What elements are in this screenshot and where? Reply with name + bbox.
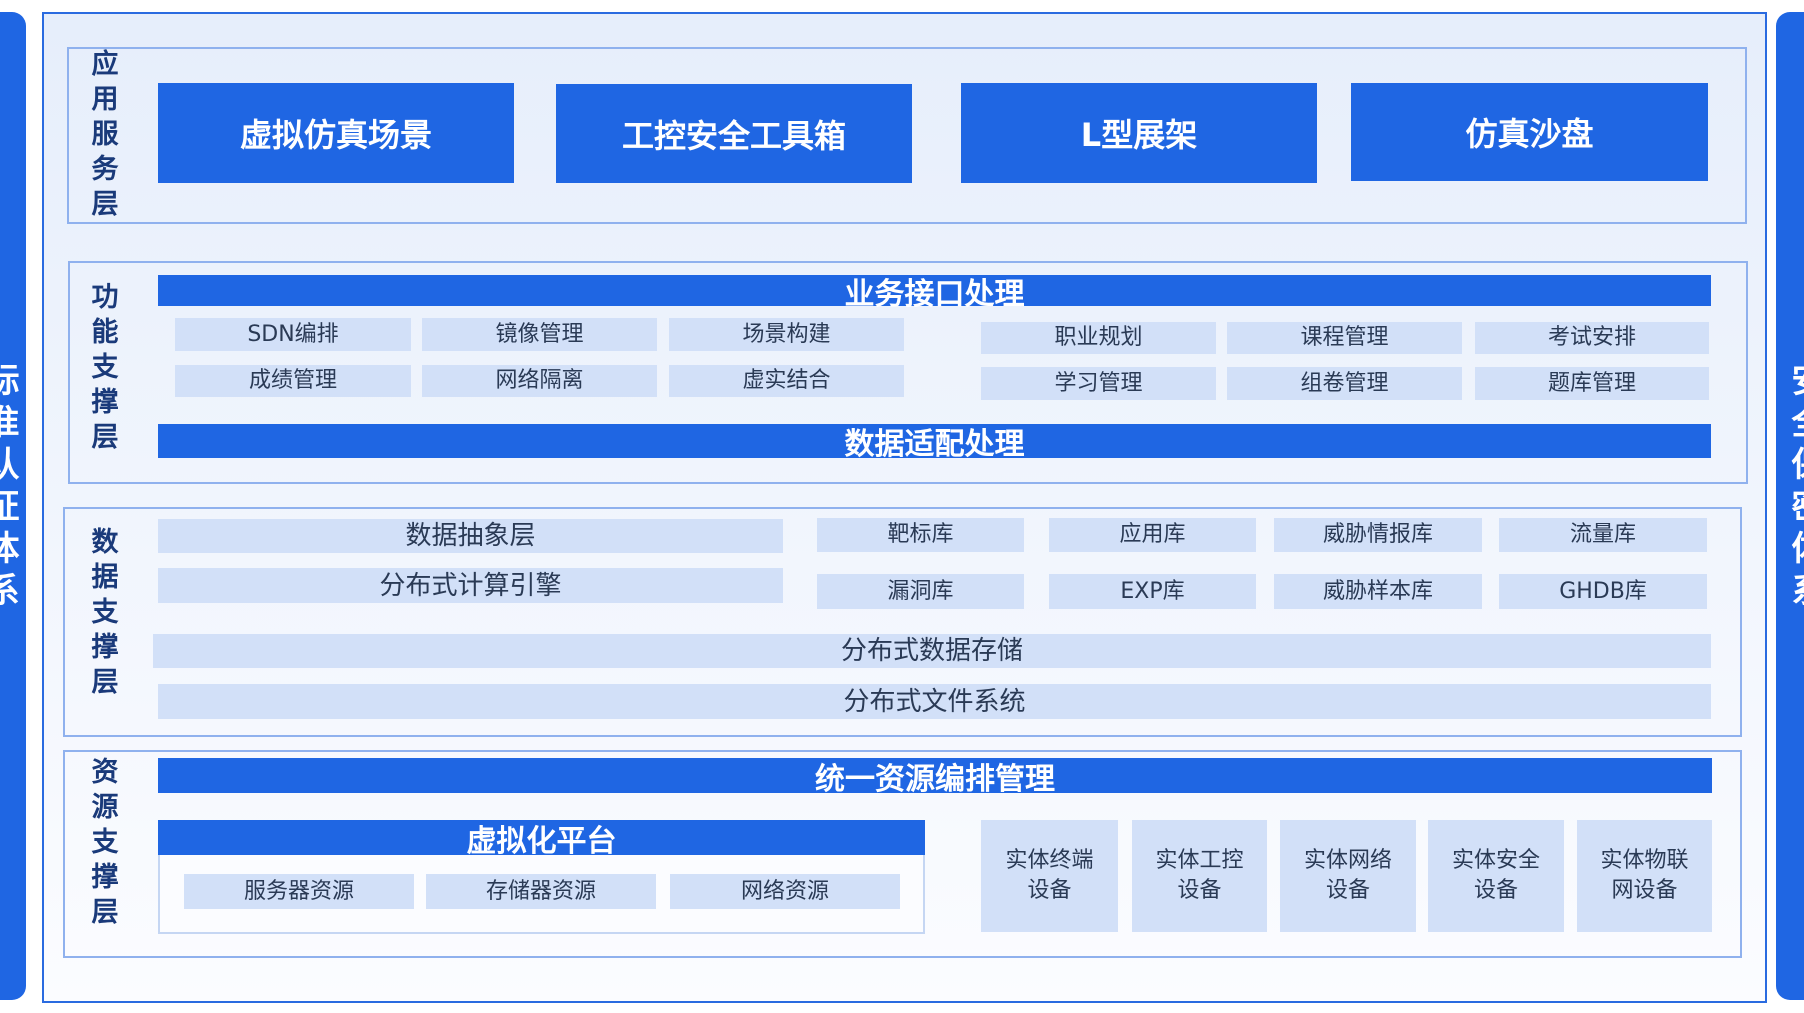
app-button-sandbox[interactable]: 仿真沙盘 [1351, 83, 1708, 181]
data-lib: EXP库 [1049, 574, 1256, 609]
func-item: 考试安排 [1475, 322, 1709, 354]
distributed-fs-bar: 分布式文件系统 [158, 684, 1711, 719]
func-item: SDN编排 [175, 318, 411, 351]
app-layer [67, 47, 1747, 224]
security-system-label: 安全保密体系 [1785, 362, 1804, 614]
data-lib: 靶标库 [817, 518, 1024, 552]
data-lib: 威胁情报库 [1274, 518, 1482, 552]
func-item: 网络隔离 [422, 365, 657, 397]
data-lib: 威胁样本库 [1274, 574, 1482, 609]
security-system-bar: 安全保密体系 [1776, 12, 1804, 1000]
unified-orchestration-bar: 统一资源编排管理 [158, 758, 1712, 797]
physical-device: 实体物联网设备 [1577, 820, 1712, 932]
virtualization-title: 虚拟化平台 [158, 820, 925, 859]
app-layer-label: 应用服务层 [91, 49, 119, 220]
data-lib: GHDB库 [1499, 574, 1707, 609]
func-item: 职业规划 [981, 322, 1216, 354]
func-item: 课程管理 [1227, 322, 1462, 354]
physical-device: 实体终端设备 [981, 820, 1118, 932]
func-item: 组卷管理 [1227, 367, 1462, 400]
data-adapter-bar: 数据适配处理 [158, 424, 1711, 462]
distributed-storage-bar: 分布式数据存储 [153, 634, 1711, 668]
func-item: 镜像管理 [422, 318, 657, 351]
func-layer [68, 261, 1748, 484]
app-button-l-display[interactable]: L型展架 [961, 83, 1317, 183]
func-item: 场景构建 [669, 318, 904, 351]
data-abstract-layer: 数据抽象层 [158, 519, 783, 553]
app-button-ics-toolbox[interactable]: 工控安全工具箱 [556, 84, 912, 183]
resource-layer [63, 750, 1742, 958]
data-layer [63, 507, 1742, 737]
data-lib: 漏洞库 [817, 574, 1024, 609]
data-lib: 应用库 [1049, 518, 1256, 552]
distributed-compute-engine: 分布式计算引擎 [158, 568, 783, 603]
func-layer-label: 功能支撑层 [91, 282, 119, 453]
func-item: 虚实结合 [669, 365, 904, 397]
data-lib: 流量库 [1499, 518, 1707, 552]
physical-device: 实体网络设备 [1280, 820, 1416, 932]
func-item: 成绩管理 [175, 365, 411, 397]
app-button-virtual-sim[interactable]: 虚拟仿真场景 [158, 83, 514, 183]
business-interface-bar: 业务接口处理 [158, 275, 1711, 312]
virt-item: 存储器资源 [426, 874, 656, 909]
virt-item: 网络资源 [670, 874, 900, 909]
func-item: 学习管理 [981, 367, 1216, 400]
physical-device: 实体工控设备 [1132, 820, 1267, 932]
virt-item: 服务器资源 [184, 874, 414, 909]
standards-system-bar: 标准认证体系 [0, 12, 26, 1000]
standards-system-label: 标准认证体系 [0, 362, 19, 614]
func-item: 题库管理 [1475, 367, 1709, 400]
physical-device: 实体安全设备 [1428, 820, 1564, 932]
resource-layer-label: 资源支撑层 [91, 757, 119, 928]
data-layer-label: 数据支撑层 [91, 527, 119, 698]
